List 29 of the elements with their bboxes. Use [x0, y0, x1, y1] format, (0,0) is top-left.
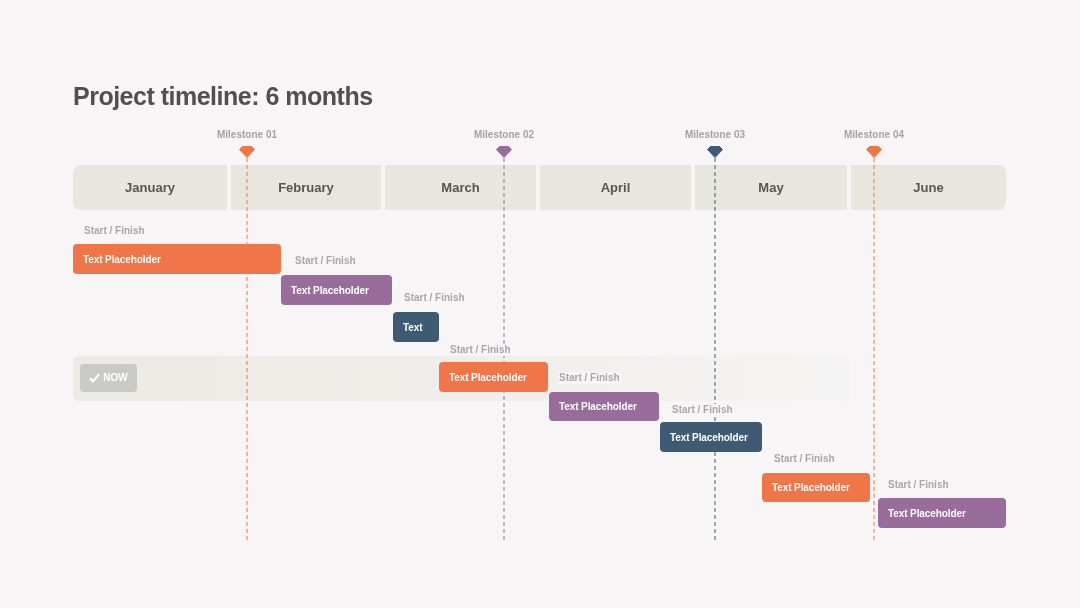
task-bar: Text Placeholder — [878, 498, 1006, 528]
task-bar: Text Placeholder — [439, 362, 548, 392]
task-bar: Text — [393, 312, 439, 342]
month-header: June — [851, 165, 1006, 210]
month-header: February — [231, 165, 381, 210]
date-label: Start / Finish — [294, 255, 357, 267]
date-label: Start / Finish — [83, 225, 146, 237]
milestone-label: Milestone 02 — [474, 129, 534, 141]
milestone-label: Milestone 04 — [844, 129, 904, 141]
date-label: Start / Finish — [671, 404, 734, 416]
month-header: May — [695, 165, 847, 210]
task-bar: Text Placeholder — [73, 244, 281, 274]
month-header: March — [385, 165, 536, 210]
task-bar: Text Placeholder — [762, 473, 870, 502]
status-label: NOW — [103, 372, 128, 384]
diagram-title: Project timeline: 6 months — [73, 81, 373, 111]
task-bar: Text Placeholder — [281, 275, 392, 305]
month-header: January — [73, 165, 227, 210]
date-label: Start / Finish — [558, 372, 621, 384]
milestone-label: Milestone 01 — [217, 129, 277, 141]
date-label: Start / Finish — [449, 344, 512, 356]
date-label: Start / Finish — [773, 453, 836, 465]
now-badge — [80, 364, 137, 392]
date-label: Start / Finish — [887, 479, 950, 491]
task-bar: Text Placeholder — [660, 422, 762, 452]
date-label: Start / Finish — [403, 292, 466, 304]
month-header: April — [540, 165, 691, 210]
milestone-label: Milestone 03 — [685, 129, 745, 141]
task-bar: Text Placeholder — [549, 392, 659, 421]
